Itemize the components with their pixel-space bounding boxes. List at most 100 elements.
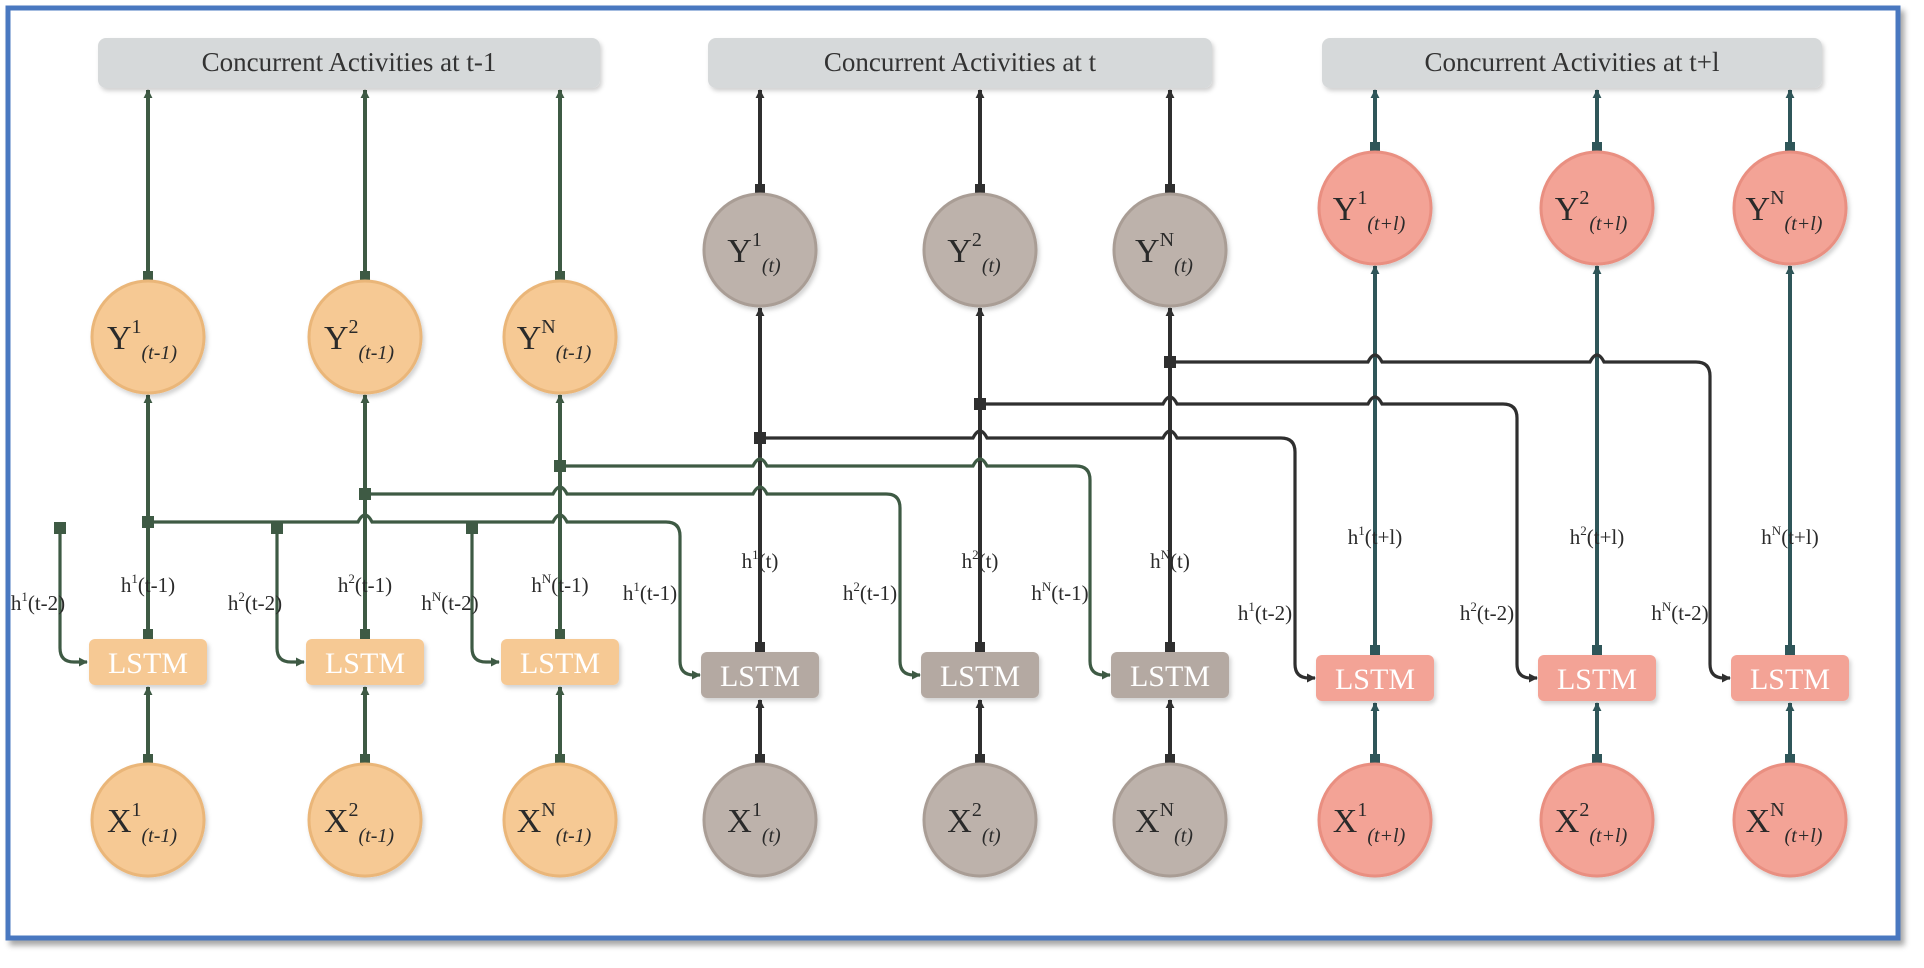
edge-port (1592, 645, 1602, 655)
lstm-block (1316, 655, 1434, 701)
edge-port (555, 271, 565, 281)
edge-port (1592, 754, 1602, 764)
lstm-label: LSTM (1335, 663, 1415, 696)
lstm-label: LSTM (1750, 663, 1830, 696)
diagram-nodes: Concurrent Activities at t-1 Concurrent A… (11, 38, 1849, 878)
output-node-label: YN(t+l) (1746, 187, 1823, 235)
lstm-label: LSTM (520, 647, 600, 680)
edge-port (360, 754, 370, 764)
output-node (1112, 192, 1228, 308)
edge-junction (554, 460, 566, 472)
edge-hidden-state (365, 485, 921, 680)
input-node-label: XN(t-1) (517, 799, 592, 847)
input-node (1732, 762, 1848, 878)
header-bar-tm1 (98, 38, 600, 88)
edge-port (271, 522, 283, 534)
input-node (502, 762, 618, 878)
edge-port (54, 522, 66, 534)
edge-port (143, 754, 153, 764)
connection-wires (54, 89, 1795, 764)
hidden-in-label: h2(t-2) (228, 589, 282, 615)
output-node-label: Y1(t-1) (107, 316, 177, 364)
hidden-out-label: hN(t+l) (1761, 523, 1818, 549)
output-node-label: Y1(t) (727, 229, 781, 277)
input-node-label: X1(t-1) (107, 799, 177, 847)
hidden-out-label: h1(t) (742, 547, 779, 573)
output-node (307, 279, 423, 395)
lstm-block (306, 639, 424, 685)
input-node-label: XN(t) (1135, 799, 1193, 847)
edge-port (143, 629, 153, 639)
input-node-label: X1(t+l) (1333, 799, 1406, 847)
output-node (702, 192, 818, 308)
input-node-label: XN(t+l) (1746, 799, 1823, 847)
hidden-in-label: hN(t-2) (1651, 599, 1708, 625)
output-node (90, 279, 206, 395)
edge-port (975, 184, 985, 194)
edge-hidden-state (1170, 353, 1731, 683)
input-node (1317, 762, 1433, 878)
output-node (1539, 150, 1655, 266)
hidden-in-label: h2(t-1) (843, 579, 897, 605)
hidden-in-label: h1(t-2) (11, 589, 65, 615)
hidden-out-label: h2(t+l) (1570, 523, 1625, 549)
hidden-out-label: h1(t-1) (121, 571, 175, 597)
edge-port (1785, 645, 1795, 655)
edge-hidden-state (980, 395, 1538, 683)
edge-port (1165, 184, 1175, 194)
lstm-block (1538, 655, 1656, 701)
edge-hidden-state-input (58, 532, 88, 667)
lstm-label: LSTM (940, 660, 1020, 693)
edge-port (1370, 754, 1380, 764)
output-node-label: Y1(t+l) (1333, 187, 1406, 235)
output-node (1317, 150, 1433, 266)
edge-port (143, 271, 153, 281)
lstm-label: LSTM (108, 647, 188, 680)
header-title-tl: Concurrent Activities at t+l (1425, 47, 1720, 77)
edge-junction (974, 398, 986, 410)
hidden-in-label: h1(t-1) (623, 579, 677, 605)
edge-port (1165, 754, 1175, 764)
edge-port (755, 754, 765, 764)
output-node-label: Y2(t) (947, 229, 1001, 277)
lstm-label: LSTM (1557, 663, 1637, 696)
output-node (922, 192, 1038, 308)
input-node (307, 762, 423, 878)
edge-port (1785, 754, 1795, 764)
output-node-label: Y2(t+l) (1555, 187, 1628, 235)
input-node (1539, 762, 1655, 878)
edge-port (555, 629, 565, 639)
lstm-block (701, 652, 819, 698)
edge-port (1370, 142, 1380, 152)
output-node-label: YN(t-1) (517, 316, 592, 364)
hidden-in-label: h2(t-2) (1460, 599, 1514, 625)
hidden-out-label: hN(t-1) (531, 571, 588, 597)
edge-port (975, 642, 985, 652)
lstm-block (89, 639, 207, 685)
edge-junction (754, 432, 766, 444)
lstm-label: LSTM (1130, 660, 1210, 693)
edge-port (1785, 142, 1795, 152)
edge-port (360, 271, 370, 281)
edge-hidden-state (560, 457, 1111, 680)
edge-port (1592, 142, 1602, 152)
input-node (1112, 762, 1228, 878)
edge-hidden-state-input (275, 532, 305, 667)
hidden-in-label: hN(t-1) (1031, 579, 1088, 605)
lstm-label: LSTM (720, 660, 800, 693)
hidden-out-label: hN(t) (1150, 547, 1190, 573)
output-node (1732, 150, 1848, 266)
lstm-block (1111, 652, 1229, 698)
header-title-tm1: Concurrent Activities at t-1 (202, 47, 497, 77)
lstm-block (921, 652, 1039, 698)
input-node-label: X1(t) (727, 799, 781, 847)
hidden-in-label: hN(t-2) (421, 589, 478, 615)
edge-junction (359, 488, 371, 500)
edge-port (755, 184, 765, 194)
header-bar-tl (1322, 38, 1822, 88)
edge-port (466, 522, 478, 534)
edge-port (1165, 642, 1175, 652)
edge-junction (1164, 356, 1176, 368)
